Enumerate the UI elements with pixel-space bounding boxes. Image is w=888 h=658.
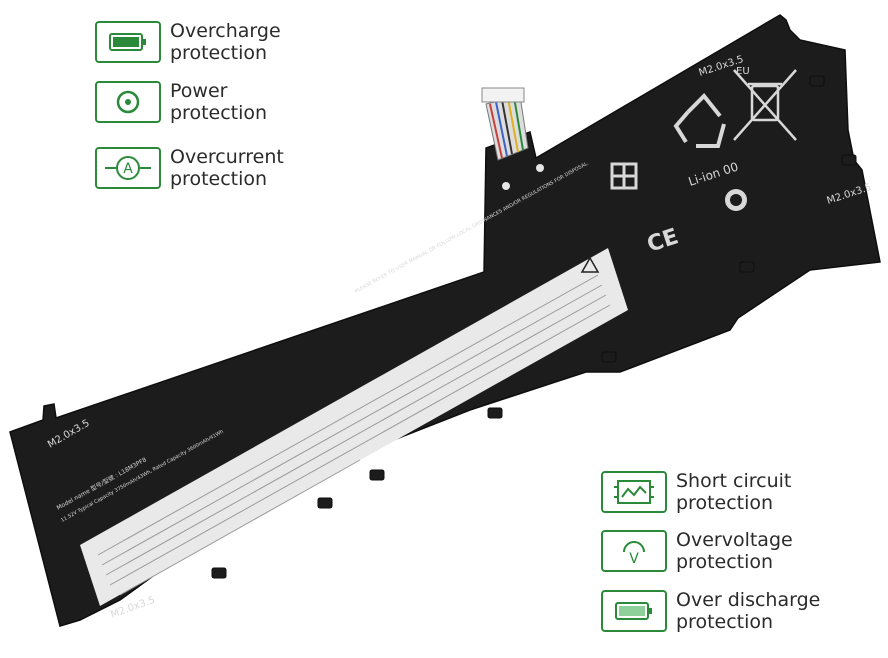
over-discharge-icon-box [601,590,667,632]
battery-full-icon [109,33,146,51]
overcurrent-label-line2: protection [170,168,268,190]
short-circuit-label-line1: Short circuit [676,470,792,492]
svg-text:A: A [123,161,133,177]
ammeter-icon: A [105,156,151,180]
battery-low-icon [615,602,652,620]
short-circuit-label-line2: protection [676,492,774,514]
over-discharge-label-line2: protection [676,611,774,633]
cert-mark-icon [610,162,638,190]
power-label-line1: Power [170,80,228,102]
overcharge-icon-box [95,21,161,63]
overvoltage-label-line2: protection [676,551,774,573]
overcharge-label-line2: protection [170,42,268,64]
power-label-line2: protection [170,102,268,124]
over-discharge-label: Over discharge protection [676,589,820,633]
svg-text:V: V [629,551,639,566]
feature-overcurrent: A Overcurrent protection [95,146,284,190]
over-discharge-label-line1: Over discharge [676,589,821,611]
overcurrent-icon-box: A [95,147,161,189]
overvoltage-icon-box: V [601,530,667,572]
power-label: Power protection [170,80,267,124]
recycle-icon [673,93,726,148]
overcharge-label-line1: Overcharge [170,20,281,42]
overvoltage-label: Overvoltage protection [676,529,793,573]
power-ring-icon [116,90,140,114]
power-icon-box [95,81,161,123]
label-strip [80,248,628,606]
feature-short-circuit: Short circuit protection [601,470,791,514]
overcurrent-label-line1: Overcurrent [170,146,284,168]
overcharge-label: Overcharge protection [170,20,281,64]
overcurrent-label: Overcurrent protection [170,146,284,190]
ribbon-cable [481,87,529,161]
voltage-icon: V [623,541,645,566]
circuit-board-icon [614,480,654,504]
feature-overcharge: Overcharge protection [95,20,281,64]
feature-over-discharge: Over discharge protection [601,589,820,633]
overvoltage-label-line1: Overvoltage [676,529,793,551]
feature-overvoltage: V Overvoltage protection [601,529,793,573]
eu-mark: EU [736,66,750,77]
short-circuit-label: Short circuit protection [676,470,791,514]
crossed-bin-icon [733,69,797,141]
feature-power: Power protection [95,80,267,124]
short-circuit-icon-box [601,471,667,513]
